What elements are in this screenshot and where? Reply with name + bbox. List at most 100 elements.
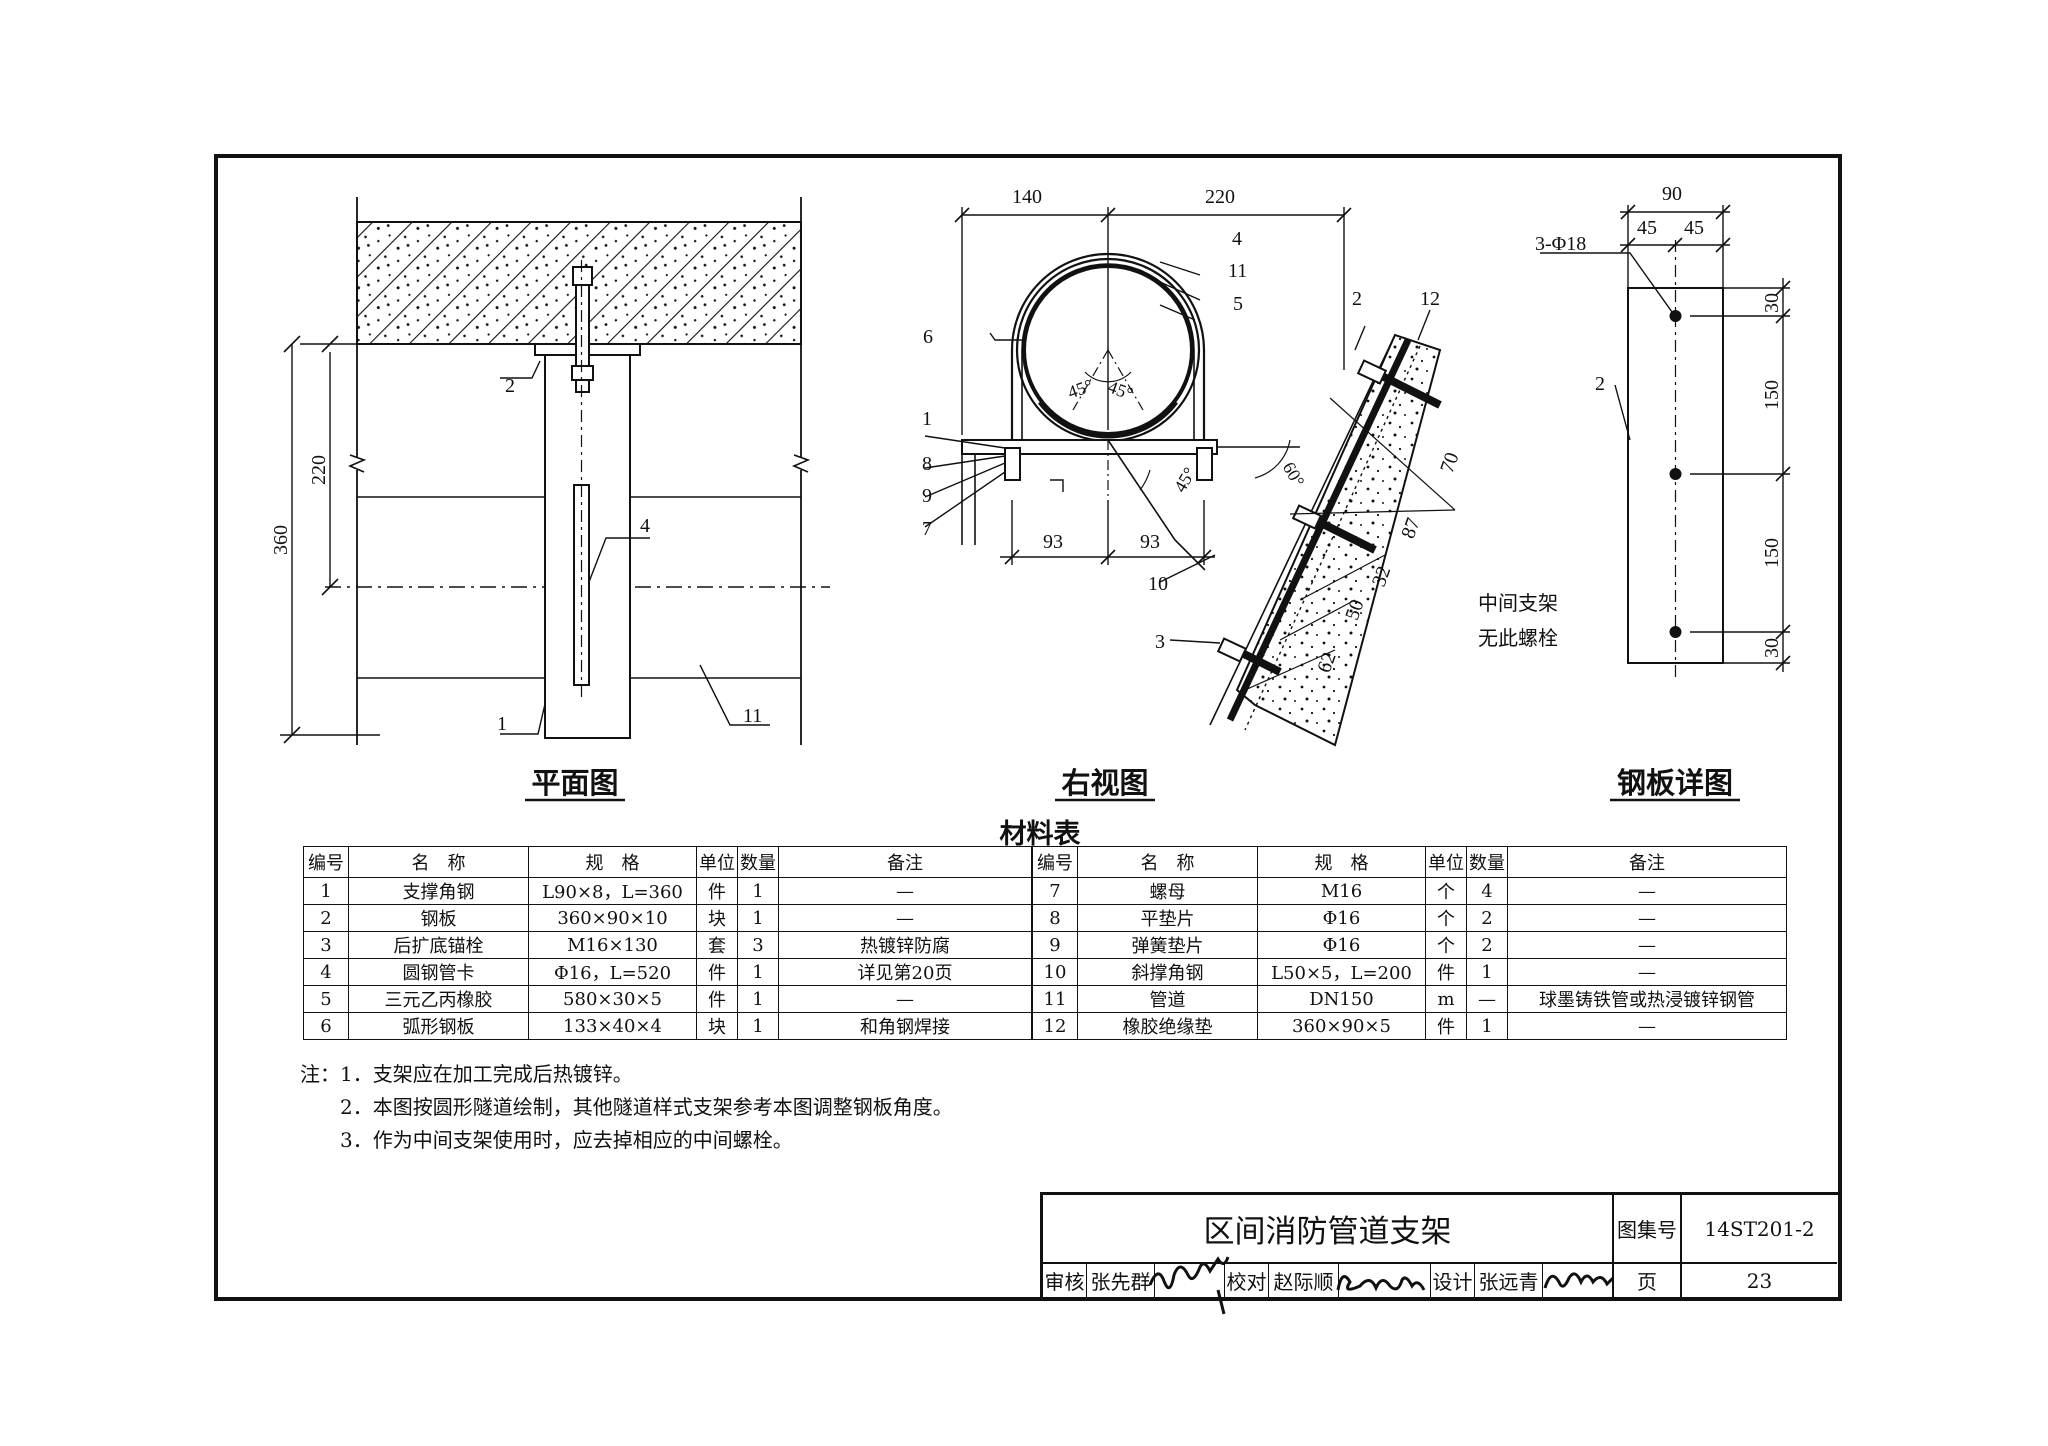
drawing-frame <box>214 154 1842 1301</box>
item-spec: L90×8，L=360 <box>528 877 697 905</box>
plan-callout-11: 11 <box>743 705 762 727</box>
designer-signature-cell <box>1543 1264 1614 1297</box>
item-qty: — <box>1466 985 1508 1013</box>
item-name: 橡胶绝缘垫 <box>1077 1012 1258 1040</box>
col-no: 编号 <box>1032 846 1078 878</box>
item-unit: 件 <box>696 985 738 1013</box>
designer-signature <box>1543 1272 1615 1289</box>
plate-detail <box>1540 204 1791 680</box>
checker-signature-cell <box>1339 1264 1431 1297</box>
side-callout-3: 3 <box>1155 631 1165 653</box>
item-spec: 580×30×5 <box>528 985 697 1013</box>
materials-title: 材料表 <box>999 819 1081 850</box>
side-view <box>924 207 1456 747</box>
item-remark: — <box>778 877 1032 905</box>
item-qty: 1 <box>737 985 779 1013</box>
item-spec: L50×5，L=200 <box>1257 958 1426 986</box>
plate-dim-45a: 45 <box>1637 217 1657 239</box>
plan-view-title: 平面图 <box>531 766 619 800</box>
item-spec: M16 <box>1257 877 1426 905</box>
item-qty: 2 <box>1466 931 1508 959</box>
item-remark: — <box>778 985 1032 1013</box>
item-spec: Φ16 <box>1257 904 1426 932</box>
item-unit: 个 <box>1425 877 1467 905</box>
item-no: 10 <box>1032 958 1078 986</box>
item-unit: 件 <box>1425 1012 1467 1040</box>
col-no: 编号 <box>303 846 349 878</box>
item-name: 圆钢管卡 <box>348 958 529 986</box>
item-unit: 个 <box>1425 931 1467 959</box>
side-dim-87: 87 <box>1397 515 1425 541</box>
page-label: 页 <box>1614 1264 1682 1297</box>
item-spec: Φ16，L=520 <box>528 958 697 986</box>
note-line: 2．本图按圆形隧道绘制，其他隧道样式支架参考本图调整钢板角度。 <box>300 1091 953 1124</box>
plate-dim-150a: 150 <box>1761 380 1783 410</box>
item-qty: 2 <box>1466 904 1508 932</box>
item-unit: 个 <box>1425 904 1467 932</box>
side-view-title: 右视图 <box>1061 766 1149 800</box>
side-callout-8: 8 <box>922 453 932 475</box>
item-unit: m <box>1425 985 1467 1013</box>
side-callout-2: 2 <box>1352 288 1362 310</box>
plate-dim-150b: 150 <box>1761 538 1783 568</box>
checker-signature <box>1336 1275 1426 1292</box>
item-spec: Φ16 <box>1257 931 1426 959</box>
materials-header-row: 编号 名 称 规 格 单位 数量 备注 <box>303 846 1032 878</box>
plan-view <box>280 197 830 745</box>
item-unit: 块 <box>696 1012 738 1040</box>
plate-dim-90: 90 <box>1662 183 1682 205</box>
col-name: 名 称 <box>1077 846 1258 878</box>
drawing-title: 区间消防管道支架 <box>1043 1195 1614 1264</box>
plan-callout-2: 2 <box>505 375 515 397</box>
side-ang-60: 60° <box>1279 458 1309 490</box>
item-no: 1 <box>303 877 349 905</box>
item-no: 8 <box>1032 904 1078 932</box>
note-1: 1．支架应在加工完成后热镀锌。 <box>340 1062 633 1086</box>
page-no: 23 <box>1746 1268 1773 1293</box>
col-unit: 单位 <box>1425 846 1467 878</box>
item-name: 弧形钢板 <box>348 1012 529 1040</box>
item-remark: 热镀锌防腐 <box>778 931 1032 959</box>
plate-dim-45b: 45 <box>1684 217 1704 239</box>
notes-prefix: 注： <box>300 1062 340 1086</box>
col-name: 名 称 <box>348 846 529 878</box>
col-spec: 规 格 <box>1257 846 1426 878</box>
tunnel-lining <box>1235 333 1442 747</box>
item-remark: — <box>778 904 1032 932</box>
item-remark: — <box>1507 904 1787 932</box>
item-remark: 和角钢焊接 <box>778 1012 1032 1040</box>
note-line: 注：1．支架应在加工完成后热镀锌。 <box>300 1058 953 1091</box>
plate-labels: 90 45 45 3-Φ18 2 30 150 150 30 <box>1535 183 1783 658</box>
side-callout-12: 12 <box>1420 288 1440 310</box>
side-note-line2: 无此螺栓 <box>1478 627 1558 650</box>
side-dim-70: 70 <box>1436 450 1464 476</box>
item-name: 后扩底锚栓 <box>348 931 529 959</box>
item-no: 11 <box>1032 985 1078 1013</box>
check-label: 校对 <box>1225 1264 1269 1297</box>
side-dim-93a: 93 <box>1043 531 1063 553</box>
plate-dim-30b: 30 <box>1761 638 1783 658</box>
side-dim-220: 220 <box>1205 186 1235 208</box>
side-callout-4: 4 <box>1232 228 1242 250</box>
designer-name: 张远青 <box>1475 1264 1543 1297</box>
item-unit: 件 <box>1425 958 1467 986</box>
item-unit: 块 <box>696 904 738 932</box>
item-qty: 1 <box>737 904 779 932</box>
col-spec: 规 格 <box>528 846 697 878</box>
steel-plate-side <box>1226 338 1412 722</box>
item-qty: 1 <box>737 958 779 986</box>
plan-callout-1: 1 <box>497 713 507 735</box>
review-label: 审核 <box>1043 1264 1087 1297</box>
side-callout-9: 9 <box>922 485 932 507</box>
side-ang-45c: 45° <box>1170 464 1200 496</box>
title-block: 区间消防管道支架 图集号 14ST201-2 审核 张先群 校对 赵际顺 设计 … <box>1040 1192 1838 1297</box>
item-qty: 1 <box>1466 1012 1508 1040</box>
item-unit: 套 <box>696 931 738 959</box>
item-unit: 件 <box>696 958 738 986</box>
